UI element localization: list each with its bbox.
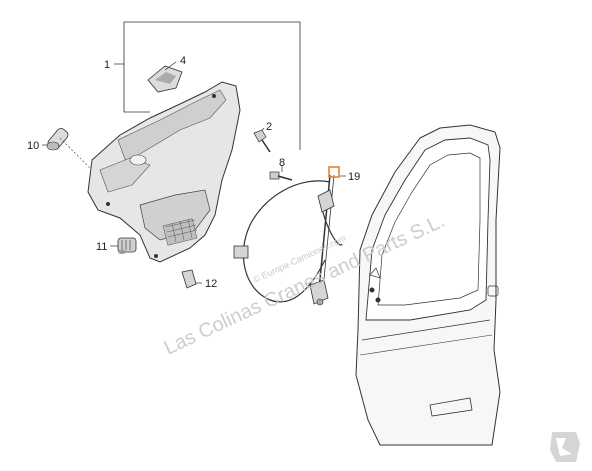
callout-label-8: 8 <box>279 157 285 169</box>
callout-label-12: 12 <box>205 278 217 290</box>
interior-trim-panel <box>87 81 241 263</box>
callout-label-10: 10 <box>27 140 39 152</box>
part-8-screw <box>269 165 293 181</box>
part-11-fastener <box>110 237 137 254</box>
part-19-regulator <box>309 174 335 306</box>
callout-label-1: 1 <box>104 59 110 71</box>
panel-clip-hole <box>212 94 216 98</box>
part-2-screw <box>253 127 271 153</box>
site-logo-stamp <box>550 432 580 462</box>
handle-recess <box>129 154 147 166</box>
highlight-marker-19 <box>328 166 340 178</box>
speaker-grille <box>162 218 198 246</box>
panel-clip-hole <box>106 202 110 206</box>
door-shell <box>355 124 501 446</box>
part-10-pin <box>42 127 91 169</box>
callout-label-19: 19 <box>348 171 360 183</box>
part-4-clip <box>147 61 183 93</box>
cable-clip <box>233 245 249 259</box>
callout-1-leader <box>114 21 301 150</box>
panel-clip-hole <box>154 254 158 258</box>
callout-label-11: 11 <box>96 241 107 253</box>
part-12-clip <box>181 269 202 289</box>
callout-label-2: 2 <box>266 121 272 133</box>
callout-label-4: 4 <box>180 55 186 67</box>
